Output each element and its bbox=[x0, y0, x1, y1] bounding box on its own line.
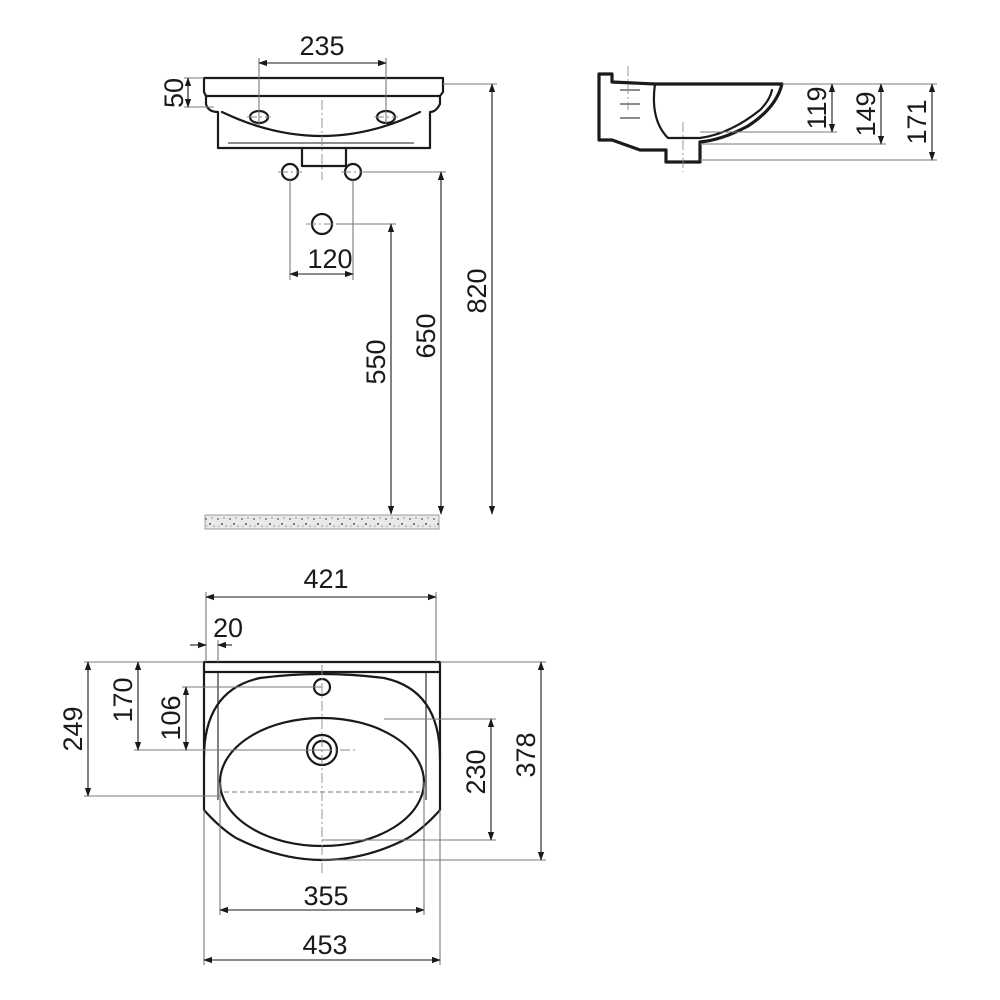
waste-hole bbox=[306, 212, 338, 236]
dim-120-label: 120 bbox=[307, 244, 352, 274]
dim-171-label: 171 bbox=[902, 99, 932, 144]
dim-550-label: 550 bbox=[361, 339, 391, 384]
dim-820-label: 820 bbox=[462, 268, 492, 313]
side-section-view: 119 149 171 bbox=[597, 66, 937, 172]
dim-20-label: 20 bbox=[213, 613, 243, 643]
basin-section-profile bbox=[597, 72, 784, 164]
dim-249-label: 249 bbox=[58, 706, 88, 751]
dim-235-label: 235 bbox=[299, 31, 344, 61]
front-elevation-view: 235 50 120 550 650 bbox=[159, 31, 497, 530]
dim-106-label: 106 bbox=[156, 695, 186, 740]
dim-230-label: 230 bbox=[461, 749, 491, 794]
dim-170-label: 170 bbox=[108, 677, 138, 722]
top-plan-view: 421 20 249 170 106 230 378 bbox=[58, 564, 546, 965]
supply-hole-left bbox=[278, 162, 302, 182]
basin-bowl-curve bbox=[220, 110, 422, 137]
waste-outlet bbox=[300, 146, 348, 168]
dim-421-label: 421 bbox=[303, 564, 348, 594]
floor-hatch bbox=[204, 514, 440, 530]
basin-inner-bowl bbox=[652, 82, 774, 140]
dim-355-label: 355 bbox=[303, 881, 348, 911]
dim-119-label: 119 bbox=[802, 86, 832, 129]
dim-378-label: 378 bbox=[511, 732, 541, 777]
dim-50-label: 50 bbox=[159, 78, 189, 108]
dim-453-label: 453 bbox=[302, 930, 347, 960]
dim-650-label: 650 bbox=[411, 313, 441, 358]
dim-149-label: 149 bbox=[851, 91, 881, 136]
basin-front-outline bbox=[202, 76, 445, 150]
